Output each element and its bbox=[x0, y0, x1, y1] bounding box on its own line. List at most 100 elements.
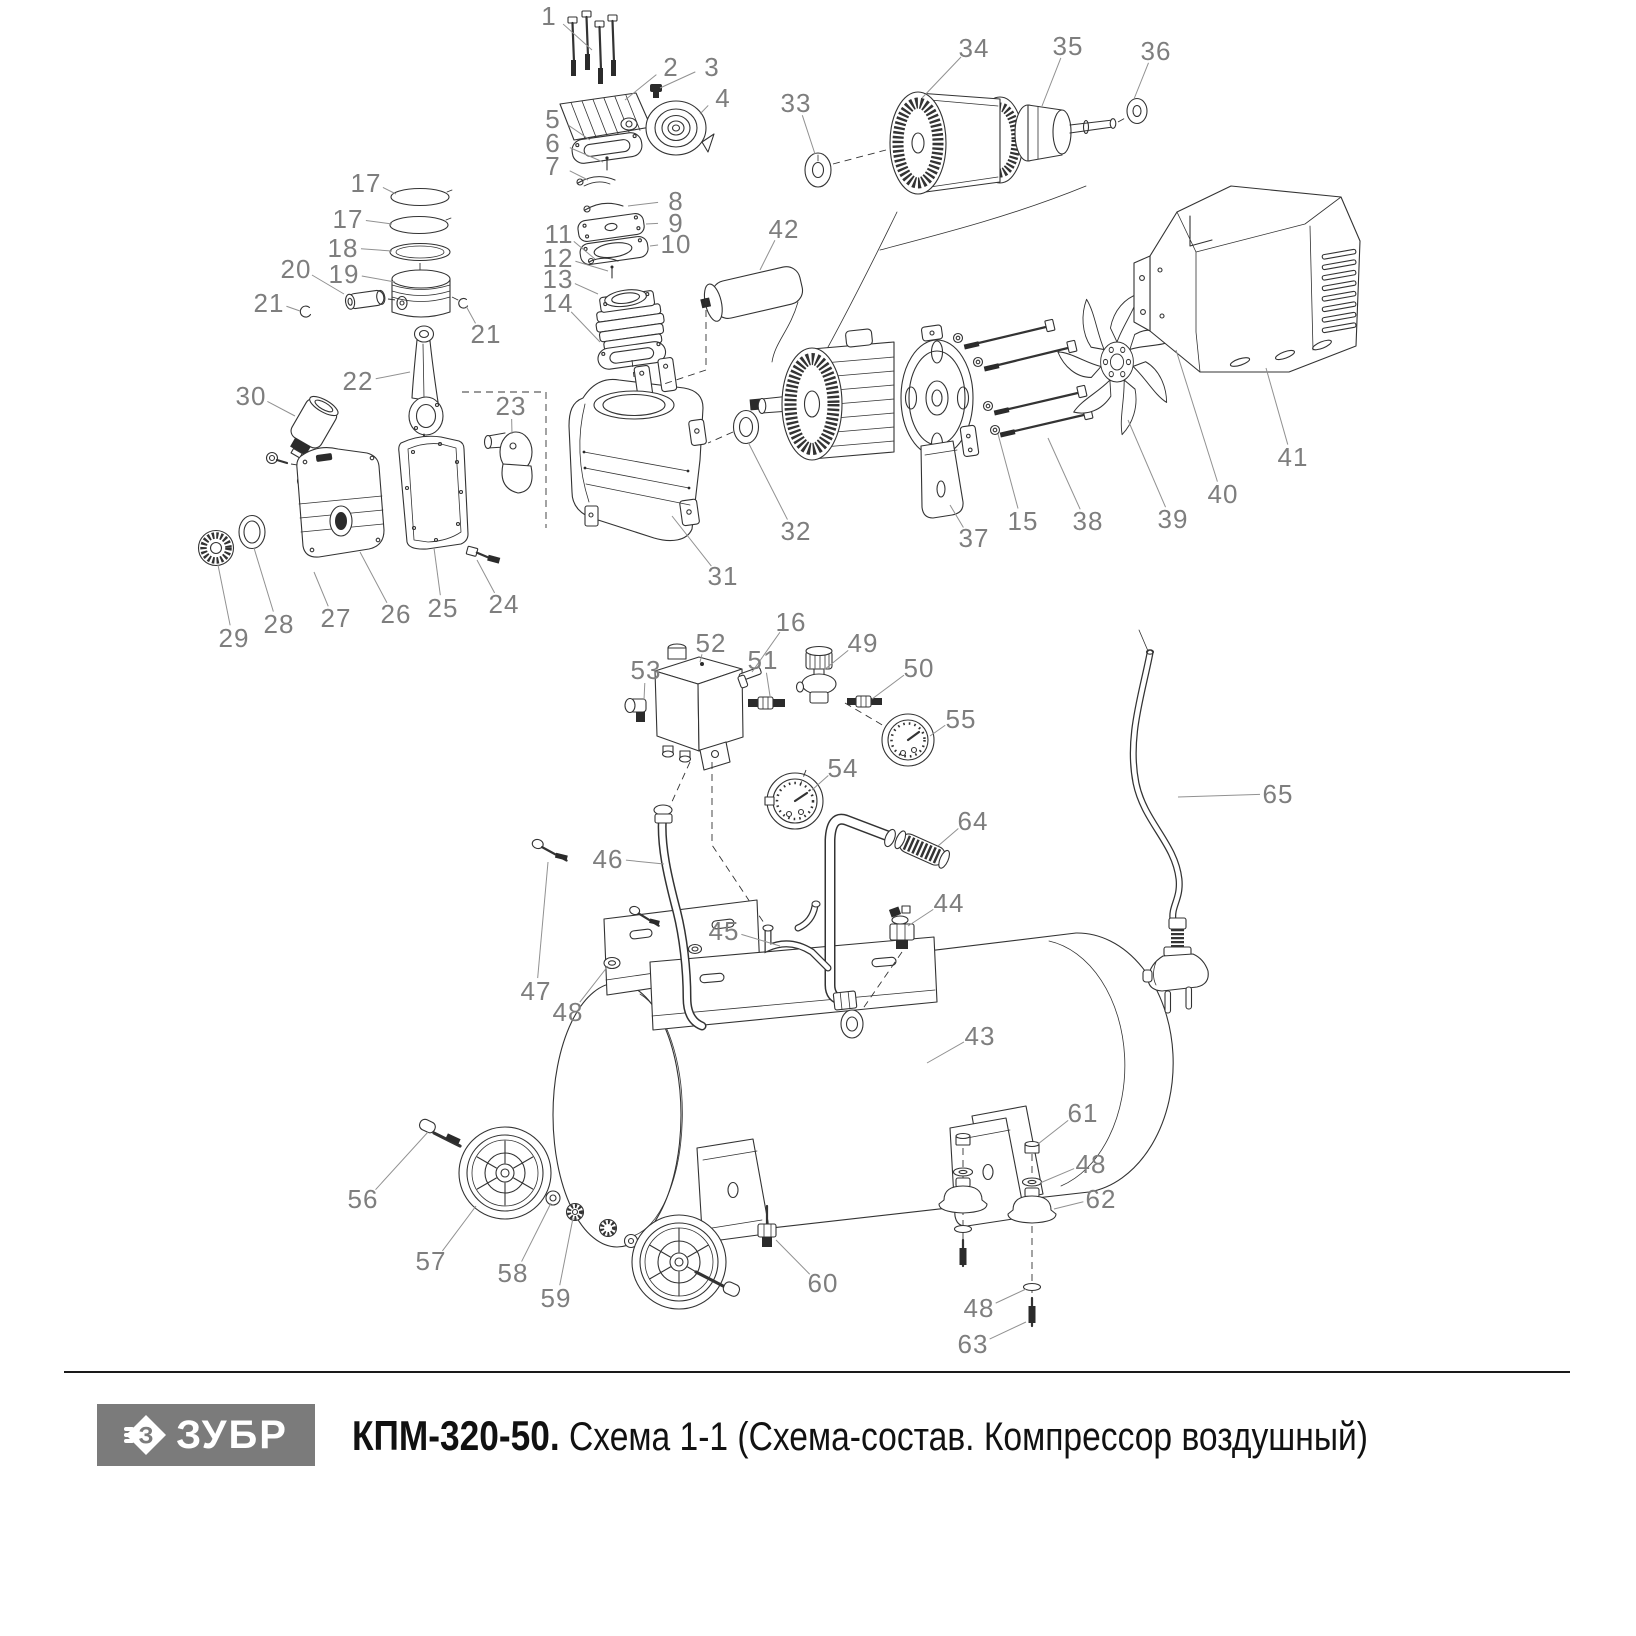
callout-label-22: 22 bbox=[343, 366, 374, 396]
part-59-lock-nut bbox=[565, 1202, 639, 1249]
callout-label-48: 48 bbox=[553, 997, 584, 1027]
callout-leader-24 bbox=[476, 559, 496, 594]
part-18-oil-ring bbox=[389, 242, 451, 262]
callout-leader-14 bbox=[570, 311, 601, 343]
callout-leader-35 bbox=[1041, 57, 1062, 107]
callout-leader-10 bbox=[649, 244, 659, 247]
callout-leader-39 bbox=[1127, 419, 1167, 508]
callout-label-7: 7 bbox=[545, 151, 560, 181]
callout-leader-12 bbox=[575, 260, 609, 272]
part-51-fitting bbox=[748, 696, 785, 710]
part-25-cover-gasket bbox=[398, 435, 469, 550]
callout-label-5: 5 bbox=[545, 104, 560, 134]
callout-leader-62 bbox=[1053, 1201, 1084, 1210]
callout-label-59: 59 bbox=[541, 1283, 572, 1313]
part-33-bearing bbox=[804, 149, 887, 188]
callout-leader-16 bbox=[751, 631, 781, 673]
callout-label-31: 31 bbox=[708, 561, 739, 591]
callout-label-19: 19 bbox=[329, 259, 360, 289]
part-11-valve-reed bbox=[587, 257, 619, 265]
callout-leader-21 bbox=[286, 305, 301, 312]
callout-label-30: 30 bbox=[236, 381, 267, 411]
part-53-fitting bbox=[624, 697, 647, 722]
callout-leader-44 bbox=[907, 908, 934, 927]
part-65-power-cord bbox=[1129, 629, 1209, 1014]
callout-label-39: 39 bbox=[1158, 504, 1189, 534]
callout-label-50: 50 bbox=[904, 653, 935, 683]
part-52-pressure-switch bbox=[654, 643, 744, 771]
callout-leader-55 bbox=[929, 724, 946, 737]
callout-leader-26 bbox=[359, 551, 388, 603]
part-35-rotor-shaft bbox=[1014, 104, 1128, 162]
part-6-pin bbox=[605, 156, 609, 171]
part-60-drain-valve bbox=[757, 1204, 777, 1247]
part-26-crankcase-cover bbox=[296, 447, 385, 558]
callout-label-36: 36 bbox=[1141, 36, 1172, 66]
part-39-fan bbox=[1057, 293, 1175, 436]
callout-leader-13 bbox=[574, 283, 599, 295]
callout-leader-50 bbox=[871, 674, 905, 700]
callout-label-29: 29 bbox=[219, 623, 250, 653]
callout-label-25: 25 bbox=[428, 593, 459, 623]
callout-leader-9 bbox=[645, 222, 659, 225]
callout-label-49: 49 bbox=[848, 628, 879, 658]
callout-leader-29 bbox=[217, 564, 231, 626]
schema-subtitle: Схема 1-1 (Схема-состав. Компрессор возд… bbox=[559, 1415, 1368, 1459]
callout-label-63: 63 bbox=[958, 1329, 989, 1359]
callout-leader-41 bbox=[1265, 367, 1289, 445]
callout-leader-28 bbox=[253, 547, 274, 612]
callout-leader-51 bbox=[765, 672, 771, 697]
part-foot-left bbox=[938, 1132, 988, 1268]
callout-leader-59 bbox=[559, 1217, 574, 1286]
callout-label-12: 12 bbox=[543, 243, 574, 273]
callout-label-4: 4 bbox=[715, 83, 730, 113]
callout-label-2: 2 bbox=[663, 52, 678, 82]
callout-leader-1 bbox=[562, 23, 593, 51]
callout-leader-48 bbox=[579, 965, 609, 1003]
part-motor-stator bbox=[749, 328, 895, 461]
part-44-check-valve bbox=[861, 905, 915, 1011]
callout-label-15: 15 bbox=[1008, 506, 1039, 536]
part-10-plate-gasket bbox=[579, 235, 649, 266]
callout-label-11: 11 bbox=[545, 219, 574, 249]
callout-leader-65 bbox=[1177, 793, 1261, 798]
callout-leader-11 bbox=[573, 241, 596, 260]
part-28-sight-glass bbox=[238, 514, 266, 550]
callout-leader-56 bbox=[375, 1131, 429, 1191]
callout-label-51: 51 bbox=[748, 645, 779, 675]
callout-leader-25 bbox=[433, 547, 441, 596]
callout-label-41: 41 bbox=[1278, 442, 1309, 472]
callout-label-26: 26 bbox=[381, 599, 412, 629]
callout-label-9: 9 bbox=[668, 208, 683, 238]
schema-title: КПМ-320-50. Схема 1-1 (Схема-состав. Ком… bbox=[352, 1408, 1368, 1464]
callout-leader-54 bbox=[811, 775, 829, 791]
callout-label-38: 38 bbox=[1073, 506, 1104, 536]
callout-label-48: 48 bbox=[964, 1293, 995, 1323]
callout-label-61: 61 bbox=[1068, 1098, 1099, 1128]
callout-leader-43 bbox=[926, 1041, 965, 1064]
callout-label-37: 37 bbox=[959, 523, 990, 553]
callout-label-42: 42 bbox=[769, 214, 800, 244]
part-4-air-filter bbox=[645, 100, 715, 156]
callout-label-45: 45 bbox=[709, 916, 740, 946]
callout-leader-47 bbox=[537, 861, 549, 979]
part-34-rotor bbox=[889, 91, 1024, 195]
callout-leader-31 bbox=[671, 515, 712, 567]
callout-label-58: 58 bbox=[498, 1258, 529, 1288]
part-13-cylinder bbox=[595, 289, 665, 351]
part-19-piston bbox=[391, 269, 451, 318]
callout-leader-5 bbox=[568, 125, 591, 141]
part-14-cylinder-gasket bbox=[597, 341, 667, 370]
callout-leader-7 bbox=[569, 170, 589, 181]
callout-label-18: 18 bbox=[328, 233, 359, 263]
callout-leader-20 bbox=[311, 274, 345, 295]
part-42-capacitor bbox=[663, 266, 804, 385]
callout-leader-60 bbox=[775, 1239, 811, 1275]
callout-label-32: 32 bbox=[781, 516, 812, 546]
part-3-fitting bbox=[650, 84, 662, 98]
callout-leader-8 bbox=[627, 201, 659, 207]
callout-label-48: 48 bbox=[1076, 1149, 1107, 1179]
part-31-crankcase bbox=[568, 357, 707, 542]
part-32-shaft-seal bbox=[707, 409, 760, 445]
